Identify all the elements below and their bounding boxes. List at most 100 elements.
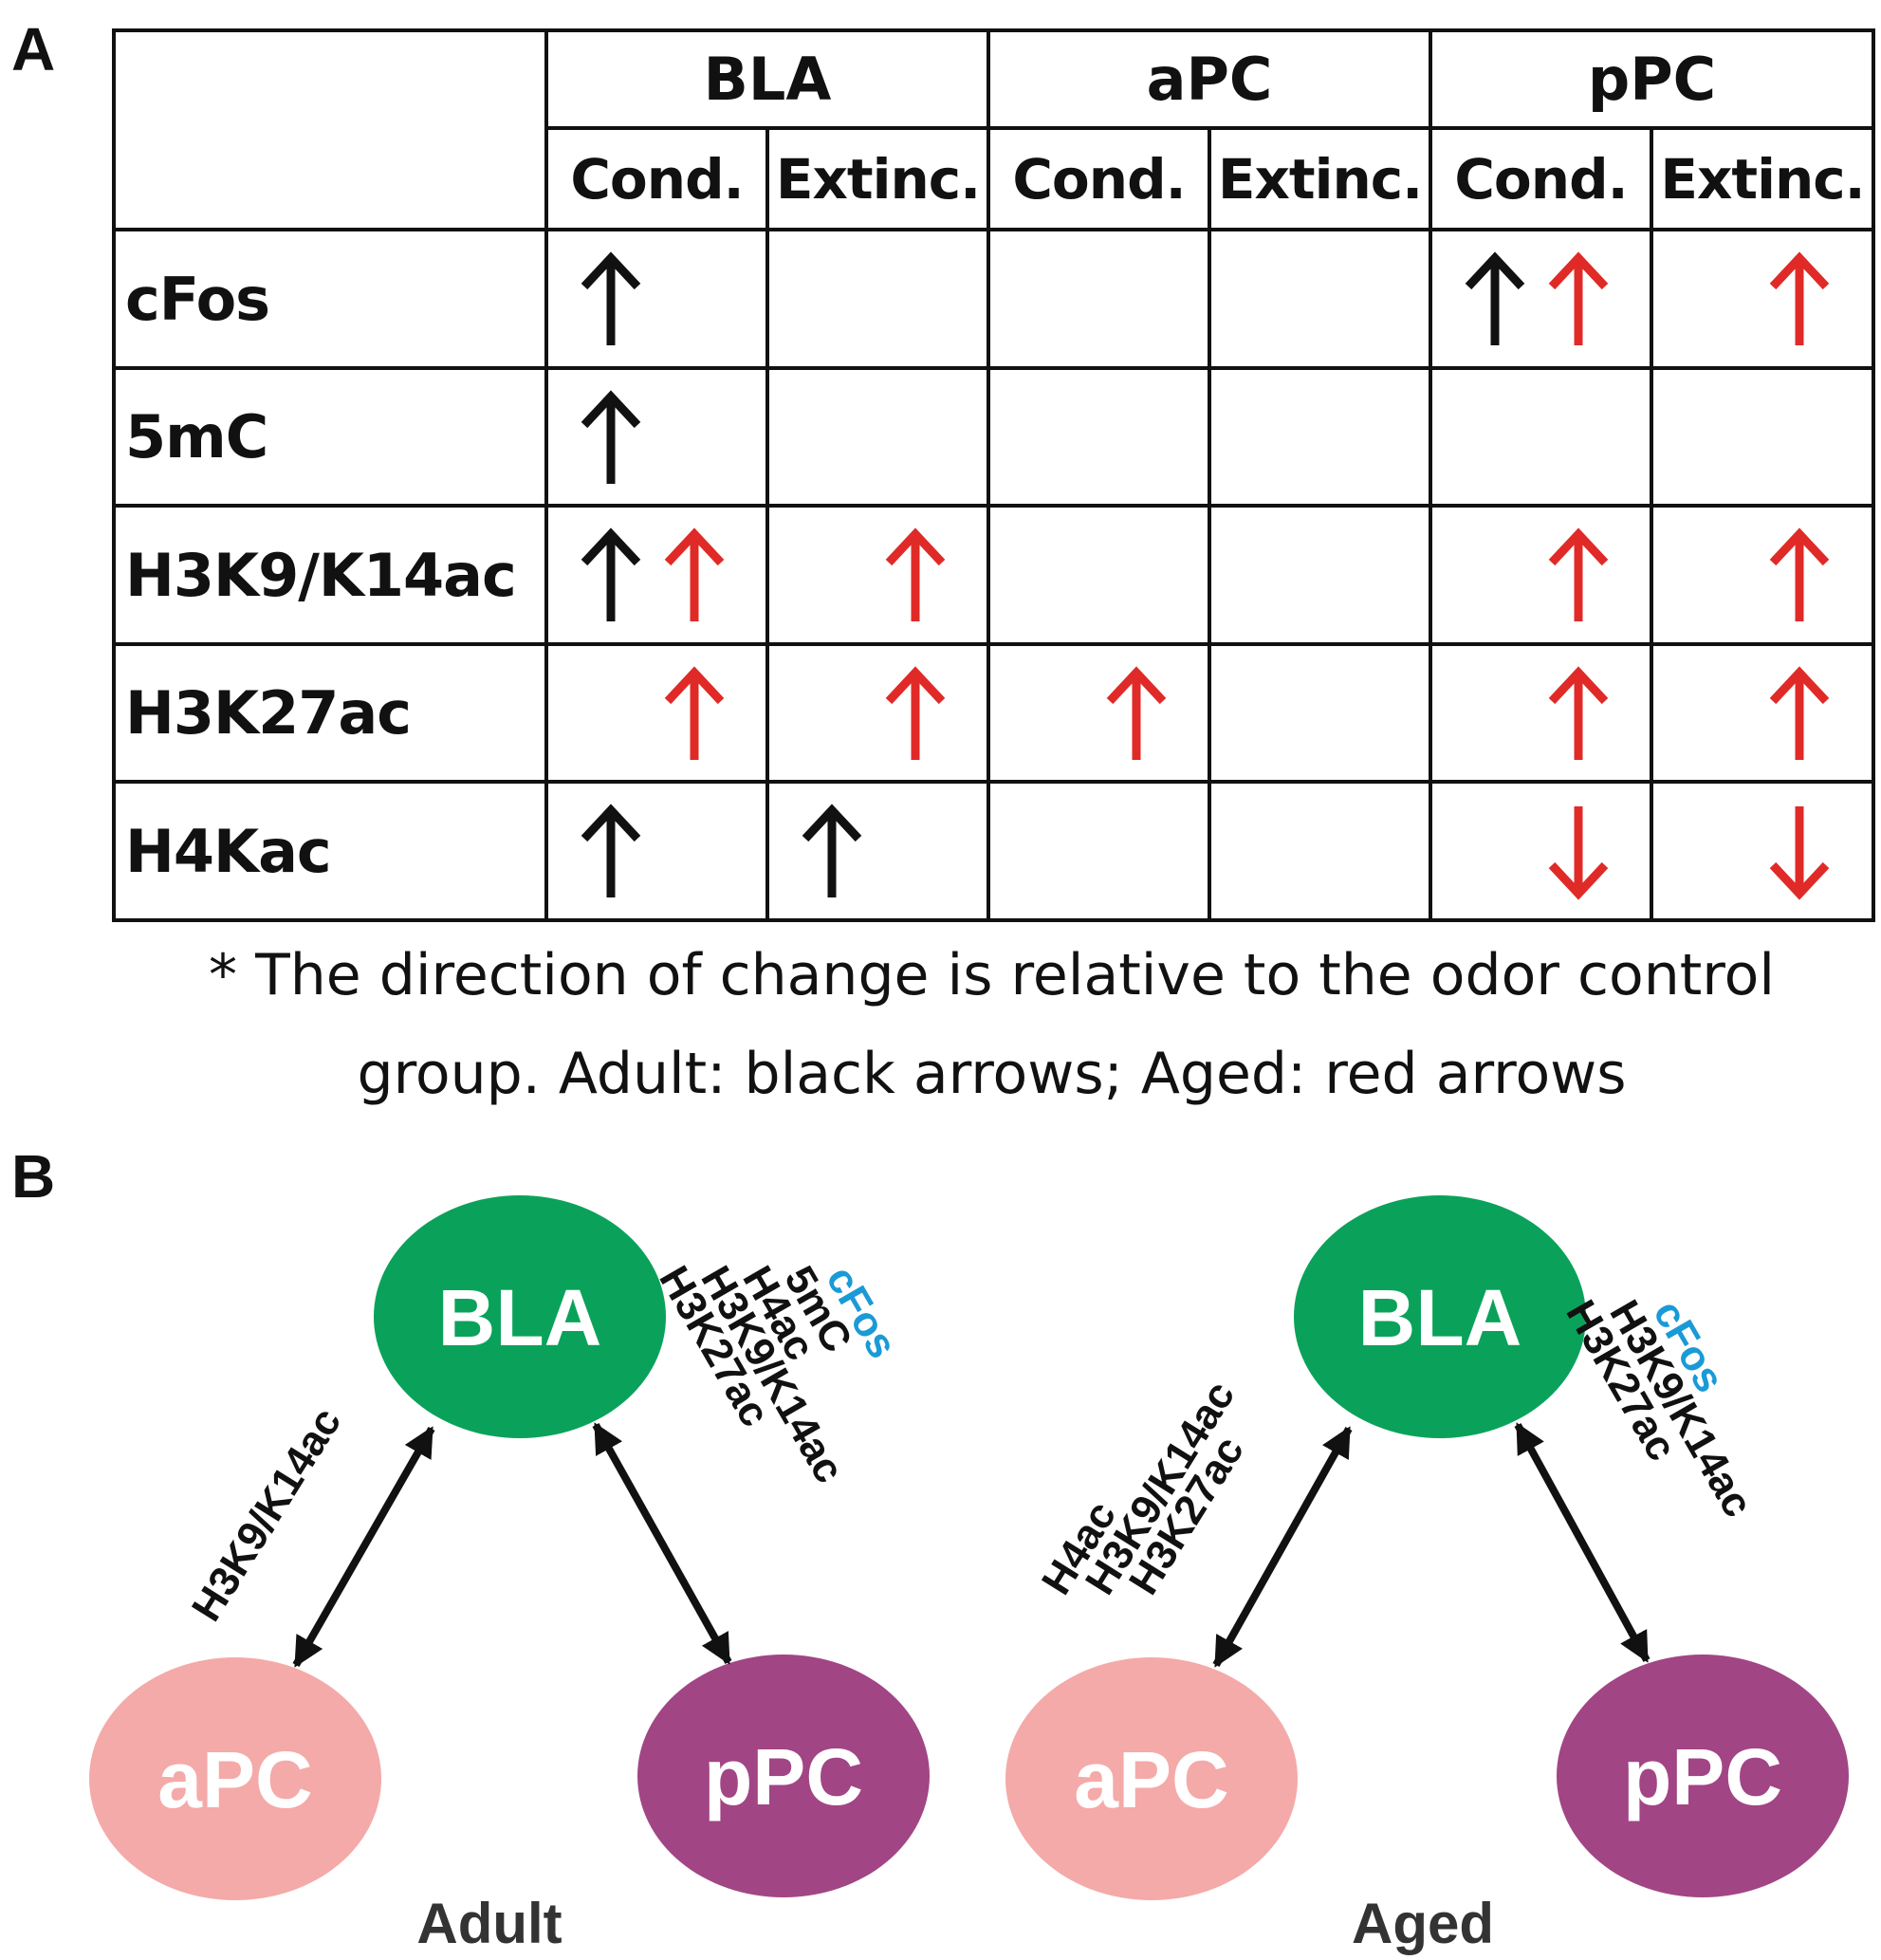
table-cell — [1208, 504, 1432, 646]
node-apc-label: aPC — [157, 1735, 312, 1824]
up-arrow-icon-aged — [1548, 527, 1609, 622]
node-bla-label: BLA — [438, 1273, 602, 1362]
table-cell — [544, 228, 769, 370]
table-cell — [544, 780, 769, 922]
region-header-ppc: pPC — [1428, 28, 1876, 131]
edge-bla-ppc — [1514, 1422, 1650, 1663]
footnote-line-2: group. Adult: black arrows; Aged: red ar… — [357, 1041, 1627, 1107]
subheader-extinc: Extinc. — [765, 126, 990, 232]
table-row: 5mC — [112, 365, 1876, 508]
table-cell — [987, 504, 1211, 646]
subheader-row: Cond.Extinc.Cond.Extinc.Cond.Extinc. — [114, 126, 1876, 232]
down-arrow-icon-aged — [1769, 806, 1830, 901]
node-ppc-label: pPC — [1623, 1732, 1782, 1821]
row-label: H3K27ac — [112, 641, 548, 785]
up-arrow-icon-aged — [1769, 527, 1830, 622]
table-cell — [765, 641, 990, 785]
up-arrow-icon-adult — [581, 390, 641, 484]
subheader-cond: Cond. — [987, 126, 1211, 232]
node-ppc — [637, 1655, 930, 1897]
up-arrow-icon-adult — [802, 804, 862, 898]
subheader-extinc: Extinc. — [1208, 126, 1432, 232]
expression-change-table: BLA aPC pPC Cond.Extinc.Cond.Extinc.Cond… — [112, 28, 1876, 922]
region-header-apc: aPC — [987, 28, 1432, 131]
table-cell — [544, 641, 769, 785]
subheader-cond: Cond. — [544, 126, 769, 232]
table-cell — [1208, 780, 1432, 922]
table-cell — [765, 228, 990, 370]
edge-mark-label: H3K9/K14ac — [183, 1400, 350, 1630]
table-cell — [1649, 641, 1876, 785]
edge-bla-apc — [1212, 1426, 1353, 1668]
table-cell — [1429, 641, 1653, 785]
table-cell — [1649, 228, 1876, 370]
up-arrow-icon-aged — [1548, 666, 1609, 760]
table-cell — [1649, 780, 1876, 922]
table-cell — [1208, 228, 1432, 370]
table-cell — [765, 780, 990, 922]
table-cell — [987, 780, 1211, 922]
up-arrow-icon-aged — [664, 666, 725, 760]
table-cell — [544, 365, 769, 508]
up-arrow-icon-aged — [1769, 251, 1830, 346]
panel-label-b: B — [11, 1142, 56, 1211]
diagram-adult-svg: BLA aPC pPC H3K9/K14ac cFos5mCH4acH3K9/K… — [89, 1195, 930, 1955]
edge-bla-apc — [292, 1426, 435, 1668]
table-cell — [765, 365, 990, 508]
table-row: H3K9/K14ac — [112, 504, 1876, 646]
table-cell — [765, 504, 990, 646]
node-apc — [89, 1657, 381, 1900]
node-bla — [374, 1195, 666, 1438]
row-label: H4Kac — [112, 780, 548, 922]
table-row: H4Kac — [112, 780, 1876, 922]
up-arrow-icon-adult — [581, 251, 641, 346]
table-cell — [1429, 504, 1653, 646]
up-arrow-icon-aged — [664, 527, 725, 622]
up-arrow-icon-aged — [1106, 666, 1167, 760]
up-arrow-icon-adult — [581, 527, 641, 622]
table-cell — [1429, 365, 1653, 508]
node-ppc — [1557, 1655, 1849, 1897]
up-arrow-icon-aged — [885, 666, 946, 760]
node-apc — [1005, 1657, 1298, 1900]
row-label: 5mC — [112, 365, 548, 508]
group-title-adult: Adult — [416, 1892, 562, 1955]
table-cell — [544, 504, 769, 646]
up-arrow-icon-aged — [885, 527, 946, 622]
adult-left-marks: H3K9/K14ac — [183, 1400, 350, 1630]
table-cell — [1429, 228, 1653, 370]
table-cell — [1208, 365, 1432, 508]
up-arrow-icon-adult — [1465, 251, 1525, 346]
region-header-bla: BLA — [544, 28, 990, 131]
up-arrow-icon-adult — [581, 804, 641, 898]
node-ppc-label: pPC — [704, 1732, 863, 1821]
edge-bla-ppc — [592, 1422, 732, 1665]
row-label: H3K9/K14ac — [112, 504, 548, 646]
table-cell — [987, 365, 1211, 508]
table-cell — [987, 641, 1211, 785]
up-arrow-icon-aged — [1548, 251, 1609, 346]
subheader-extinc: Extinc. — [1649, 126, 1876, 232]
subheader-cond: Cond. — [1429, 126, 1653, 232]
table-corner-cell — [112, 28, 548, 232]
up-arrow-icon-aged — [1769, 666, 1830, 760]
footnote-line-1: * The direction of change is relative to… — [209, 942, 1775, 1008]
row-label: cFos — [112, 228, 548, 370]
table-cell — [1649, 365, 1876, 508]
panel-label-a: A — [11, 15, 56, 83]
node-bla-label: BLA — [1358, 1273, 1522, 1362]
group-title-aged: Aged — [1352, 1892, 1494, 1955]
down-arrow-icon-aged — [1548, 806, 1609, 901]
node-apc-label: aPC — [1074, 1735, 1228, 1824]
table-row: cFos — [112, 228, 1876, 370]
table-cell — [1208, 641, 1432, 785]
node-bla — [1294, 1195, 1586, 1438]
table-cell — [1429, 780, 1653, 922]
